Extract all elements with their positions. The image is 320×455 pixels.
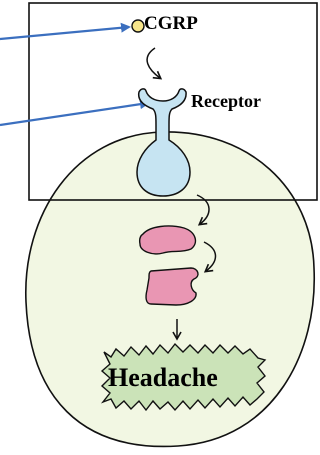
headache-label: Headache — [108, 363, 218, 393]
receptor-label: Receptor — [191, 91, 261, 112]
organelle-2-icon — [146, 268, 198, 305]
cgrp-pointer-arrow — [0, 27, 129, 39]
cgrp-molecule-icon — [132, 20, 144, 32]
organelle-1-icon — [140, 226, 196, 254]
binding-arrow-icon — [147, 48, 160, 78]
receptor-pointer-arrow — [0, 103, 148, 125]
cgrp-label: CGRP — [144, 13, 198, 35]
